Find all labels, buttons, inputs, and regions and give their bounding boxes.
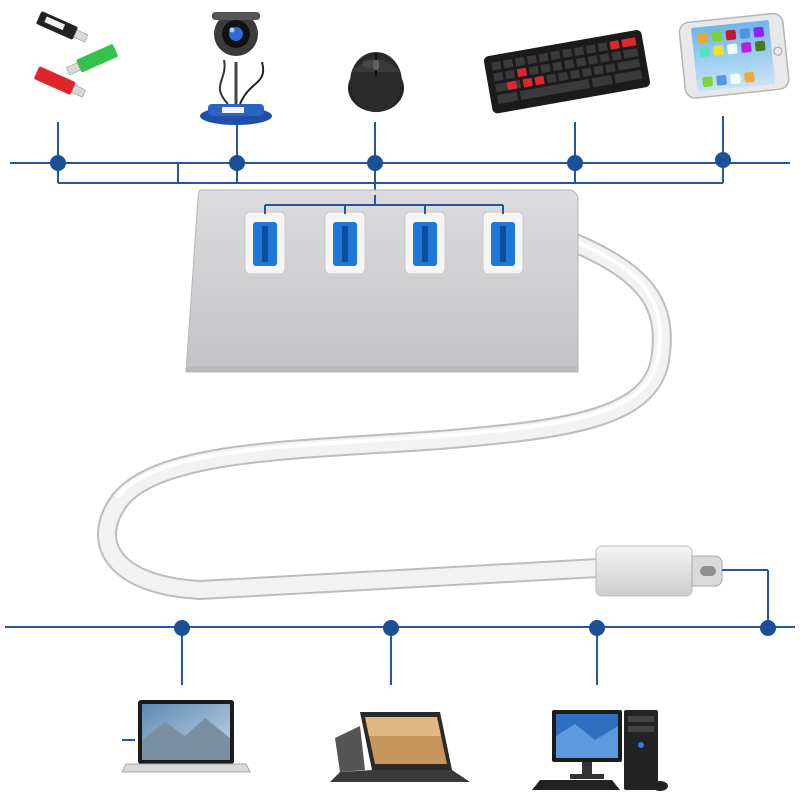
usb-flash-drives-icon <box>34 11 118 98</box>
node-smartphone <box>715 152 731 168</box>
usb-port-4 <box>482 211 524 275</box>
notebook-laptop-icon <box>330 712 470 782</box>
usb-c-cable <box>97 230 672 601</box>
usb-c-plug <box>595 545 723 597</box>
usb-hub <box>185 189 579 373</box>
node-macbook <box>174 620 190 636</box>
webcam-icon <box>200 12 272 125</box>
smartphone-icon <box>678 12 790 99</box>
desktop-pc-icon <box>532 710 668 791</box>
top-connection-nodes <box>50 152 731 171</box>
node-mouse <box>367 155 383 171</box>
bottom-connection-nodes <box>174 620 776 636</box>
bottom-connection-lines <box>5 569 795 685</box>
macbook-laptop-icon <box>121 700 251 773</box>
port-bracket-lines <box>264 195 504 214</box>
top-connection-lines <box>10 116 790 195</box>
node-plug <box>760 620 776 636</box>
keyboard-icon <box>483 29 650 114</box>
mouse-icon <box>348 52 404 112</box>
usb-port-2 <box>324 211 366 275</box>
node-desktop <box>589 620 605 636</box>
node-notebook <box>383 620 399 636</box>
usb-port-3 <box>404 211 446 275</box>
node-keyboard <box>567 155 583 171</box>
node-webcam <box>229 155 245 171</box>
usb-port-1 <box>244 211 286 275</box>
node-flash-drives <box>50 155 66 171</box>
